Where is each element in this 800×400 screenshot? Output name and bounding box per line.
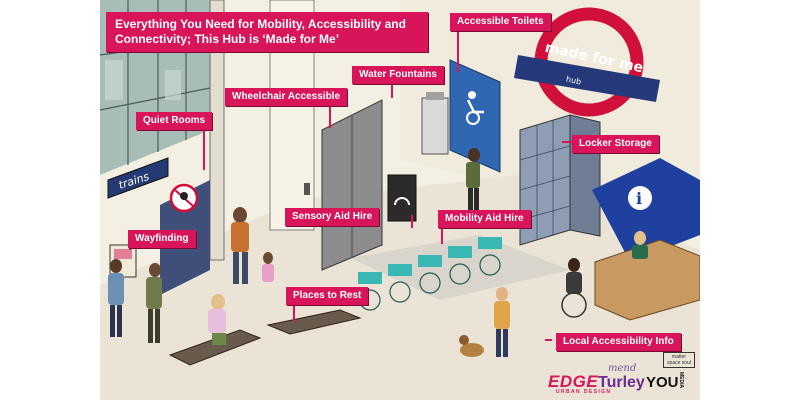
accessible-toilet-door — [449, 59, 501, 173]
floor-mat — [350, 235, 570, 300]
callout-wheelchair-accessible: Wheelchair Accessible — [225, 88, 348, 106]
callout-water-fountains: Water Fountains — [352, 66, 444, 84]
matter-space-soul-logo: matter space soul — [663, 352, 695, 368]
callout-quiet-rooms: Quiet Rooms — [136, 112, 213, 130]
callout-local-accessibility-info: Local Accessibility Info — [556, 333, 681, 351]
callout-locker-storage: Locker Storage — [572, 135, 659, 153]
mend-logo: mend — [608, 363, 637, 374]
accessible-toilet-wheel — [466, 111, 480, 125]
water-fountain — [421, 97, 449, 155]
info-kiosk-desk — [594, 239, 700, 321]
callout-accessible-toilets: Accessible Toilets — [450, 13, 551, 31]
info-icon: i — [636, 189, 642, 208]
callout-mobility-aid-hire: Mobility Aid Hire — [438, 210, 531, 228]
trains-sign-board — [107, 157, 169, 199]
edge-logo: EDGE — [548, 372, 599, 391]
you-logo: YOU — [646, 374, 679, 391]
column-left — [209, 0, 225, 261]
callout-leaders — [129, 22, 572, 341]
edge-logo-sub: URBAN DESIGN — [556, 389, 612, 395]
roundel-bar — [514, 55, 660, 102]
callout-wayfinding: Wayfinding — [128, 230, 196, 248]
locker-storage-side — [569, 114, 601, 237]
quiet-icon — [180, 192, 188, 200]
wayfinding-map — [114, 249, 132, 259]
accessible-toilet-icon — [468, 91, 476, 99]
info-kiosk-canopy — [592, 158, 700, 262]
turley-logo: Turley — [598, 374, 645, 391]
mobility-wheelchairs — [358, 237, 502, 311]
fountain-top — [426, 92, 444, 100]
people-figures — [108, 148, 648, 357]
info-kiosk-badge — [628, 186, 652, 210]
media-logo: MEDIA — [678, 372, 684, 389]
bench-right — [266, 309, 362, 335]
elevator-button — [304, 183, 310, 195]
headphones-icon — [394, 197, 410, 206]
callout-places-to-rest: Places to Rest — [286, 287, 369, 305]
callout-sensory-aid-hire: Sensory Aid Hire — [285, 208, 380, 226]
headline-banner: Everything You Need for Mobility, Access… — [106, 12, 428, 52]
